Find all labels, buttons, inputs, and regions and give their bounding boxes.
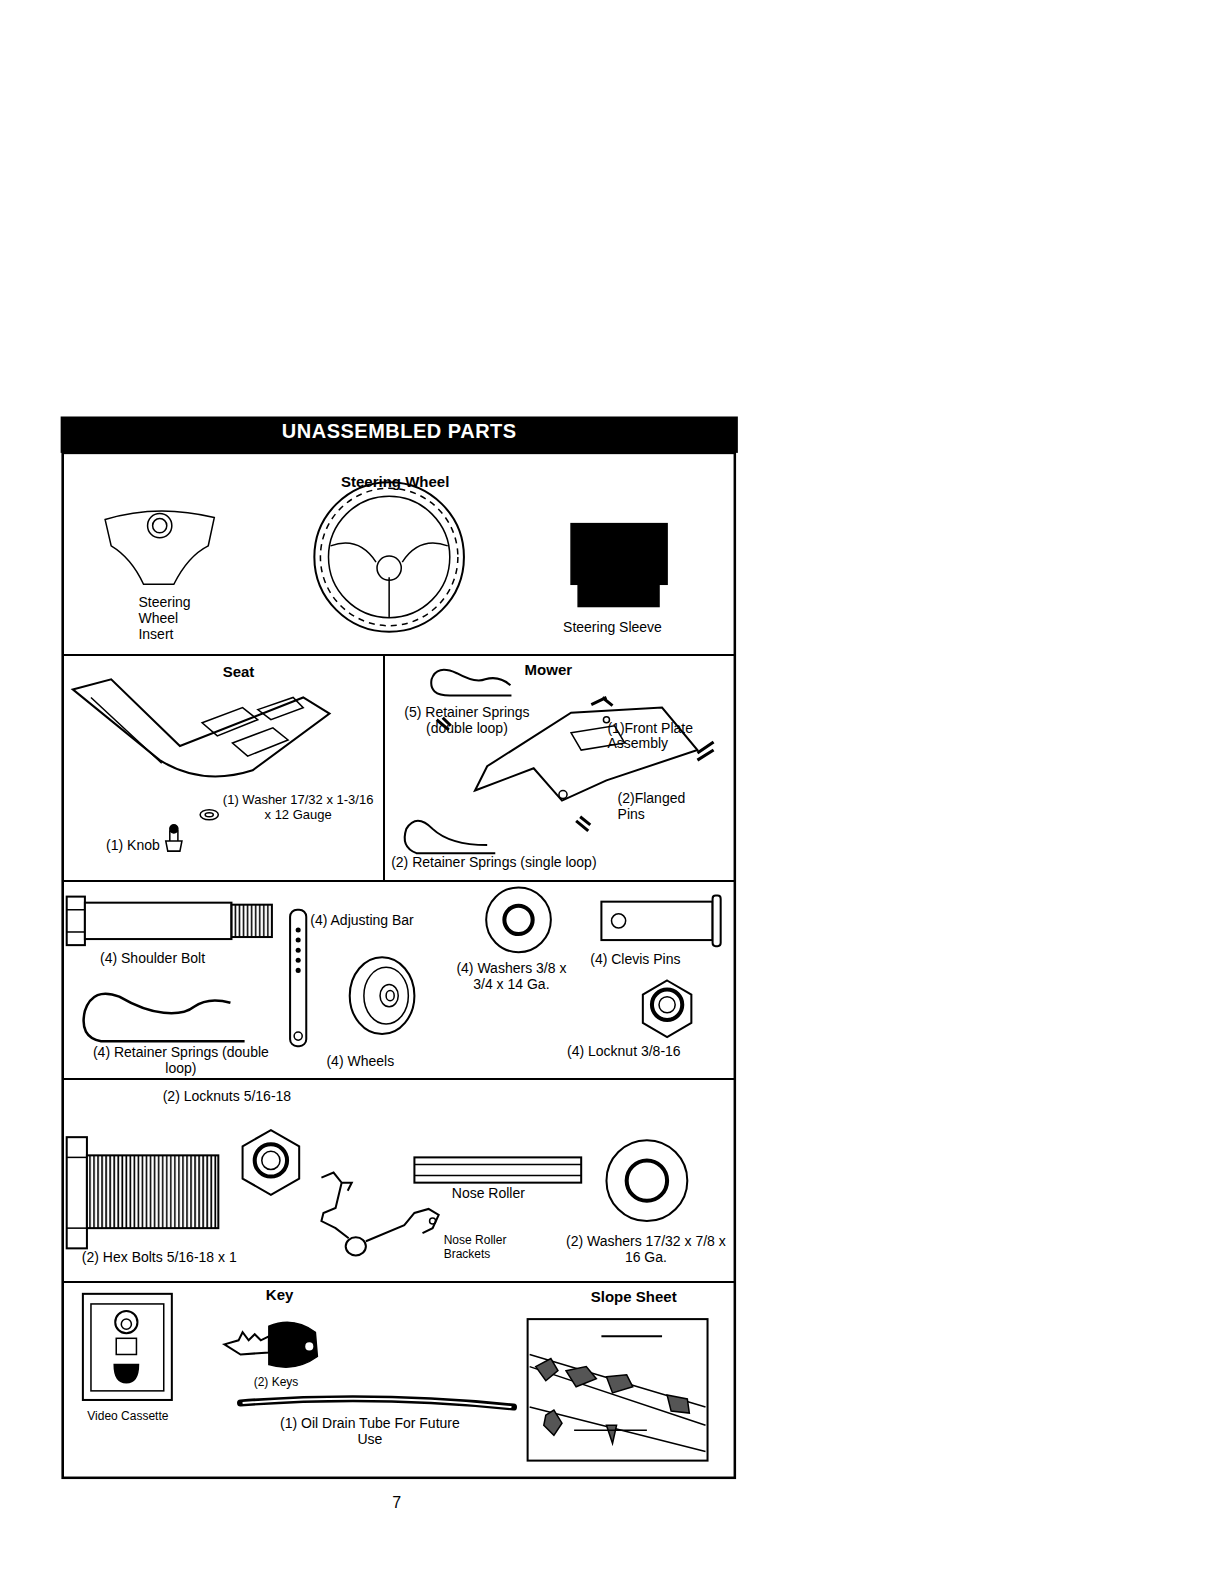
part-label: (2)Flanged Pins [618, 791, 709, 822]
part-label: Steering Wheel [324, 474, 466, 491]
part-label: (2) Keys [254, 1376, 335, 1389]
part-label: (1) Knob [106, 838, 167, 854]
part-label: Seat [208, 664, 269, 681]
part-label: Video Cassette [80, 1410, 176, 1423]
part-label: (2) Washers 17/32 x 7/8 x 16 Ga. [561, 1234, 731, 1265]
title-band-text: UNASSEMBLED PARTS [61, 420, 738, 443]
parts-panel: (2) Locknuts 5/16-18Nose Roller (2) Hex B… [63, 1079, 735, 1281]
part-label: (4) Washers 3/8 x 3/4 x 14 Ga. [446, 961, 577, 992]
part-label: Nose Roller Brackets [444, 1234, 545, 1261]
part-label: (2) Locknuts 5/16-18 [163, 1089, 335, 1105]
parts-panel: Key Slope SheetVideo Cassette (2) Keys (1) … [63, 1282, 735, 1478]
part-label: Steering Wheel Insert [138, 595, 201, 642]
part-label: (1)Front Plate Assembly [607, 721, 720, 752]
parts-panel: (4) Shoulder Bolt (4) Adjusting Bar (4) Wa… [63, 881, 735, 1079]
part-label: Slope Sheet [573, 1289, 694, 1306]
part-label: Key [266, 1287, 322, 1304]
parts-panel: Mower (5) Retainer Springs (double loop) (… [384, 655, 735, 881]
part-label: (4) Retainer Springs (double loop) [80, 1045, 282, 1076]
part-label: (4) Adjusting Bar [310, 913, 446, 929]
part-label: (4) Locknut 3/8-16 [567, 1044, 729, 1060]
part-label: (4) Clevis Pins [590, 952, 726, 968]
part-label: Mower [525, 662, 596, 679]
part-label: (1) Washer 17/32 x 1-3/16 x 12 Gauge [221, 793, 375, 822]
part-label: (2) Retainer Springs (single loop) [391, 855, 730, 871]
part-label: Steering Sleeve [552, 620, 673, 636]
part-label: (4) Wheels [326, 1054, 417, 1070]
part-label: Nose Roller [452, 1186, 563, 1202]
parts-panel: Steering WheelSteering Wheel InsertSteer… [63, 453, 735, 655]
part-label: (1) Oil Drain Tube For Future Use [274, 1416, 466, 1447]
part-label: (4) Shoulder Bolt [100, 951, 252, 967]
part-label: (2) Hex Bolts 5/16-18 x 1 [82, 1250, 304, 1266]
part-label: (5) Retainer Springs (double loop) [391, 705, 543, 736]
parts-panel: Seat (1) Washer 17/32 x 1-3/16 x 12 Gauge… [63, 655, 384, 881]
page-number: 7 [392, 1494, 401, 1512]
